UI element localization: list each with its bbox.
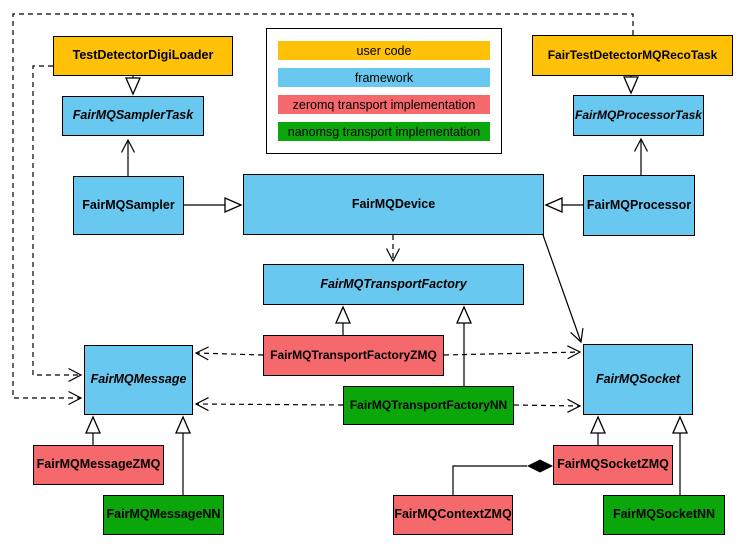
edge-device-socket	[542, 234, 584, 344]
node-fairmq-processor-task: FairMQProcessorTask	[573, 95, 704, 136]
edge-tfnn-socket	[513, 398, 582, 413]
legend: user code framework zeromq transport imp…	[266, 28, 502, 154]
composition-diamond-icon	[527, 459, 553, 473]
edge-ctxzmq-sockzmq	[452, 465, 527, 495]
edge-tfzmq-message	[194, 346, 264, 361]
node-fairmq-sampler-task: FairMQSamplerTask	[62, 96, 204, 136]
legend-item-framework: framework	[278, 68, 490, 87]
node-fairmq-socket-zmq: FairMQSocketZMQ	[553, 445, 673, 485]
node-fairmq-context-zmq: FairMQContextZMQ	[393, 495, 513, 535]
node-fairmq-transport-factory-nn: FairMQTransportFactoryNN	[343, 386, 514, 425]
node-fairmq-socket-nn: FairMQSocketNN	[603, 495, 725, 535]
node-fairmq-sampler: FairMQSampler	[73, 176, 184, 235]
node-fairmq-transport-factory: FairMQTransportFactory	[263, 264, 524, 305]
edge-tfzmq-socket	[443, 345, 582, 360]
edge-tfnn-message	[194, 397, 344, 412]
node-fairmq-device: FairMQDevice	[243, 174, 544, 235]
node-fairmq-socket: FairMQSocket	[583, 344, 693, 415]
node-fairmq-message-zmq: FairMQMessageZMQ	[33, 445, 164, 485]
legend-item-nanomsg: nanomsg transport implementation	[278, 122, 490, 141]
node-fairmq-message: FairMQMessage	[84, 345, 193, 415]
node-fairmq-processor: FairMQProcessor	[583, 175, 695, 236]
node-fairmq-transport-factory-zmq: FairMQTransportFactoryZMQ	[263, 335, 444, 376]
node-test-detector-digi-loader: TestDetectorDigiLoader	[53, 36, 233, 76]
node-fair-test-detector-mq-reco-task: FairTestDetectorMQRecoTask	[532, 35, 733, 76]
node-fairmq-message-nn: FairMQMessageNN	[103, 495, 224, 535]
legend-item-zeromq: zeromq transport implementation	[278, 95, 490, 114]
legend-item-user-code: user code	[278, 41, 490, 60]
